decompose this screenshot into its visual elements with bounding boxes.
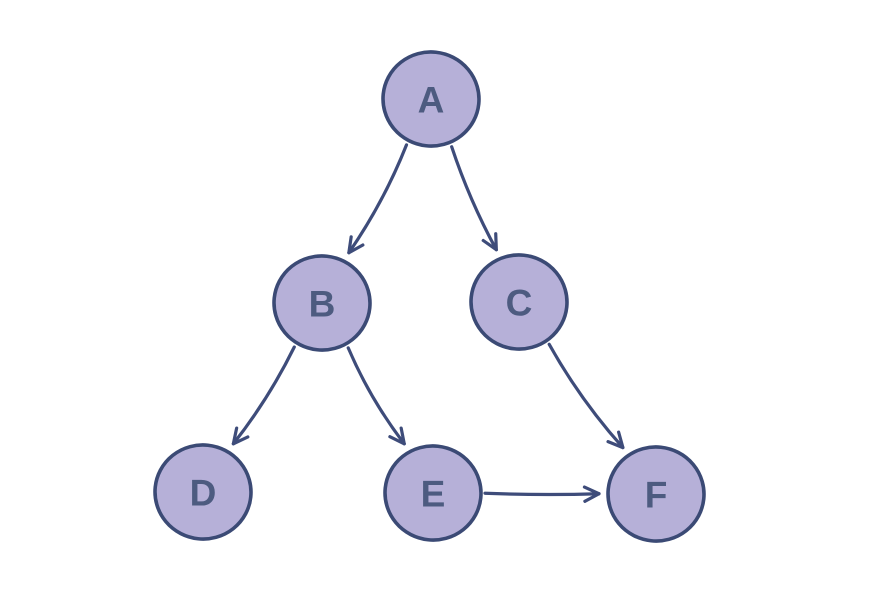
edge-B-E — [346, 346, 406, 446]
node-label: E — [421, 474, 446, 515]
node-circle — [606, 445, 706, 543]
arrowhead-icon — [231, 426, 250, 446]
arrowhead-icon — [481, 232, 498, 252]
node-A: A — [381, 50, 481, 148]
edge-line — [547, 342, 625, 450]
edge-line — [231, 345, 296, 446]
node-B: B — [272, 254, 372, 352]
node-label: A — [418, 80, 445, 121]
edge-A-C — [450, 145, 498, 252]
edge-C-F — [547, 342, 625, 450]
node-circle — [469, 253, 569, 351]
node-label: F — [645, 475, 668, 516]
node-circle — [153, 443, 253, 541]
edge-line — [347, 143, 409, 255]
arrowhead-icon — [388, 426, 406, 446]
edge-line — [483, 491, 601, 497]
edge-line — [450, 145, 498, 252]
node-circle — [383, 444, 483, 542]
node-F: F — [606, 445, 706, 543]
node-label: D — [190, 473, 217, 514]
node-circle — [381, 50, 481, 148]
arrowhead-icon — [347, 235, 365, 255]
node-D: D — [153, 443, 253, 541]
node-C: C — [469, 253, 569, 351]
node-circle — [272, 254, 372, 352]
arrowhead-icon — [582, 485, 601, 503]
edge-A-B — [347, 143, 409, 255]
node-label: C — [506, 283, 533, 324]
node-E: E — [383, 444, 483, 542]
arrowhead-icon — [606, 430, 625, 450]
node-label: B — [309, 284, 336, 325]
edge-line — [346, 346, 406, 446]
edge-B-D — [231, 345, 296, 446]
edge-E-F — [483, 485, 601, 503]
